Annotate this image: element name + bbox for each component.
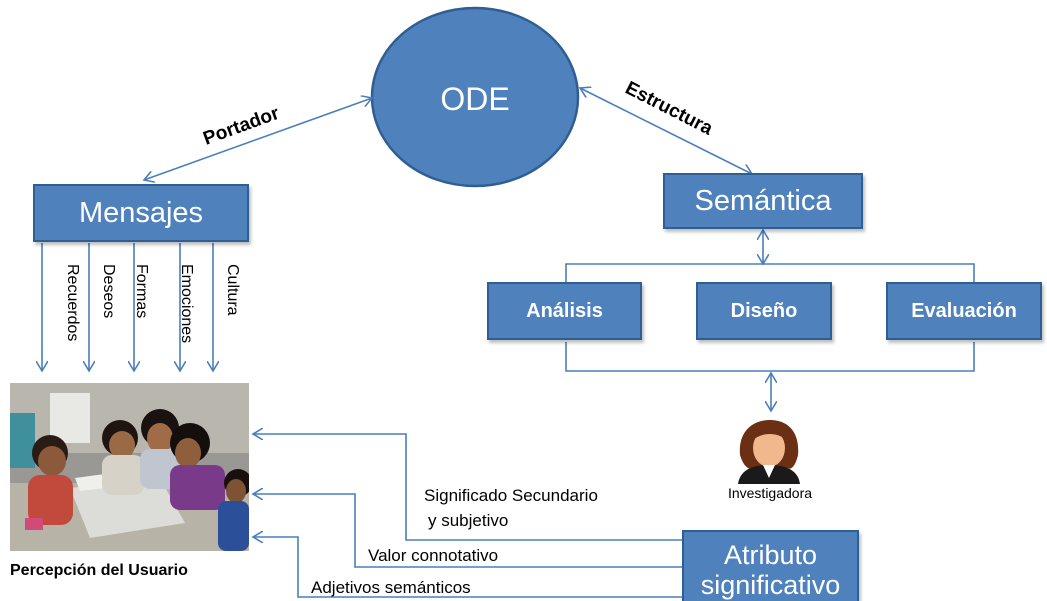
investigadora-label: Investigadora [728, 485, 812, 501]
percepcion-caption: Percepción del Usuario [10, 562, 188, 579]
atributo-label-line1: Atributo [723, 539, 818, 570]
evaluacion-node: Evaluación [886, 282, 1042, 340]
portador-arrow [144, 98, 372, 180]
valor-arrow [253, 494, 682, 568]
label-deseos: Deseos [100, 264, 117, 318]
significado-label-line2: y subjetivo [428, 511, 508, 530]
analisis-node: Análisis [487, 282, 642, 340]
significado-arrow [253, 434, 682, 541]
semantica-label: Semántica [694, 184, 832, 217]
mensajes-label: Mensajes [78, 196, 204, 229]
investigadora-icon [738, 420, 800, 484]
semantica-node: Semántica [663, 173, 863, 229]
label-formas: Formas [133, 264, 150, 318]
mensajes-node: Mensajes [33, 184, 249, 242]
diseno-label: Diseño [730, 299, 798, 322]
evaluacion-label: Evaluación [911, 299, 1017, 322]
label-emociones: Emociones [178, 264, 195, 343]
user-perception-photo [10, 383, 249, 551]
adjetivos-label: Adjetivos semánticos [311, 578, 471, 597]
ode-label: ODE [440, 81, 509, 117]
top-bracket [565, 263, 975, 282]
estructura-arrow [580, 88, 752, 174]
valor-label: Valor connotativo [368, 546, 498, 565]
bottom-bracket [565, 342, 975, 372]
atributo-label-line2: significativo [700, 569, 841, 600]
portador-label: Portador [201, 103, 283, 150]
adjetivos-arrow [253, 537, 682, 598]
photo-illustration [10, 383, 249, 551]
significado-label-line1: Significado Secundario [424, 486, 598, 505]
label-recuerdos: Recuerdos [64, 264, 81, 341]
estructura-label: Estructura [622, 78, 717, 140]
label-cultura: Cultura [224, 264, 241, 316]
atributo-node: Atributo significativo [682, 530, 859, 601]
analisis-label: Análisis [526, 299, 603, 322]
diseno-node: Diseño [696, 282, 832, 340]
